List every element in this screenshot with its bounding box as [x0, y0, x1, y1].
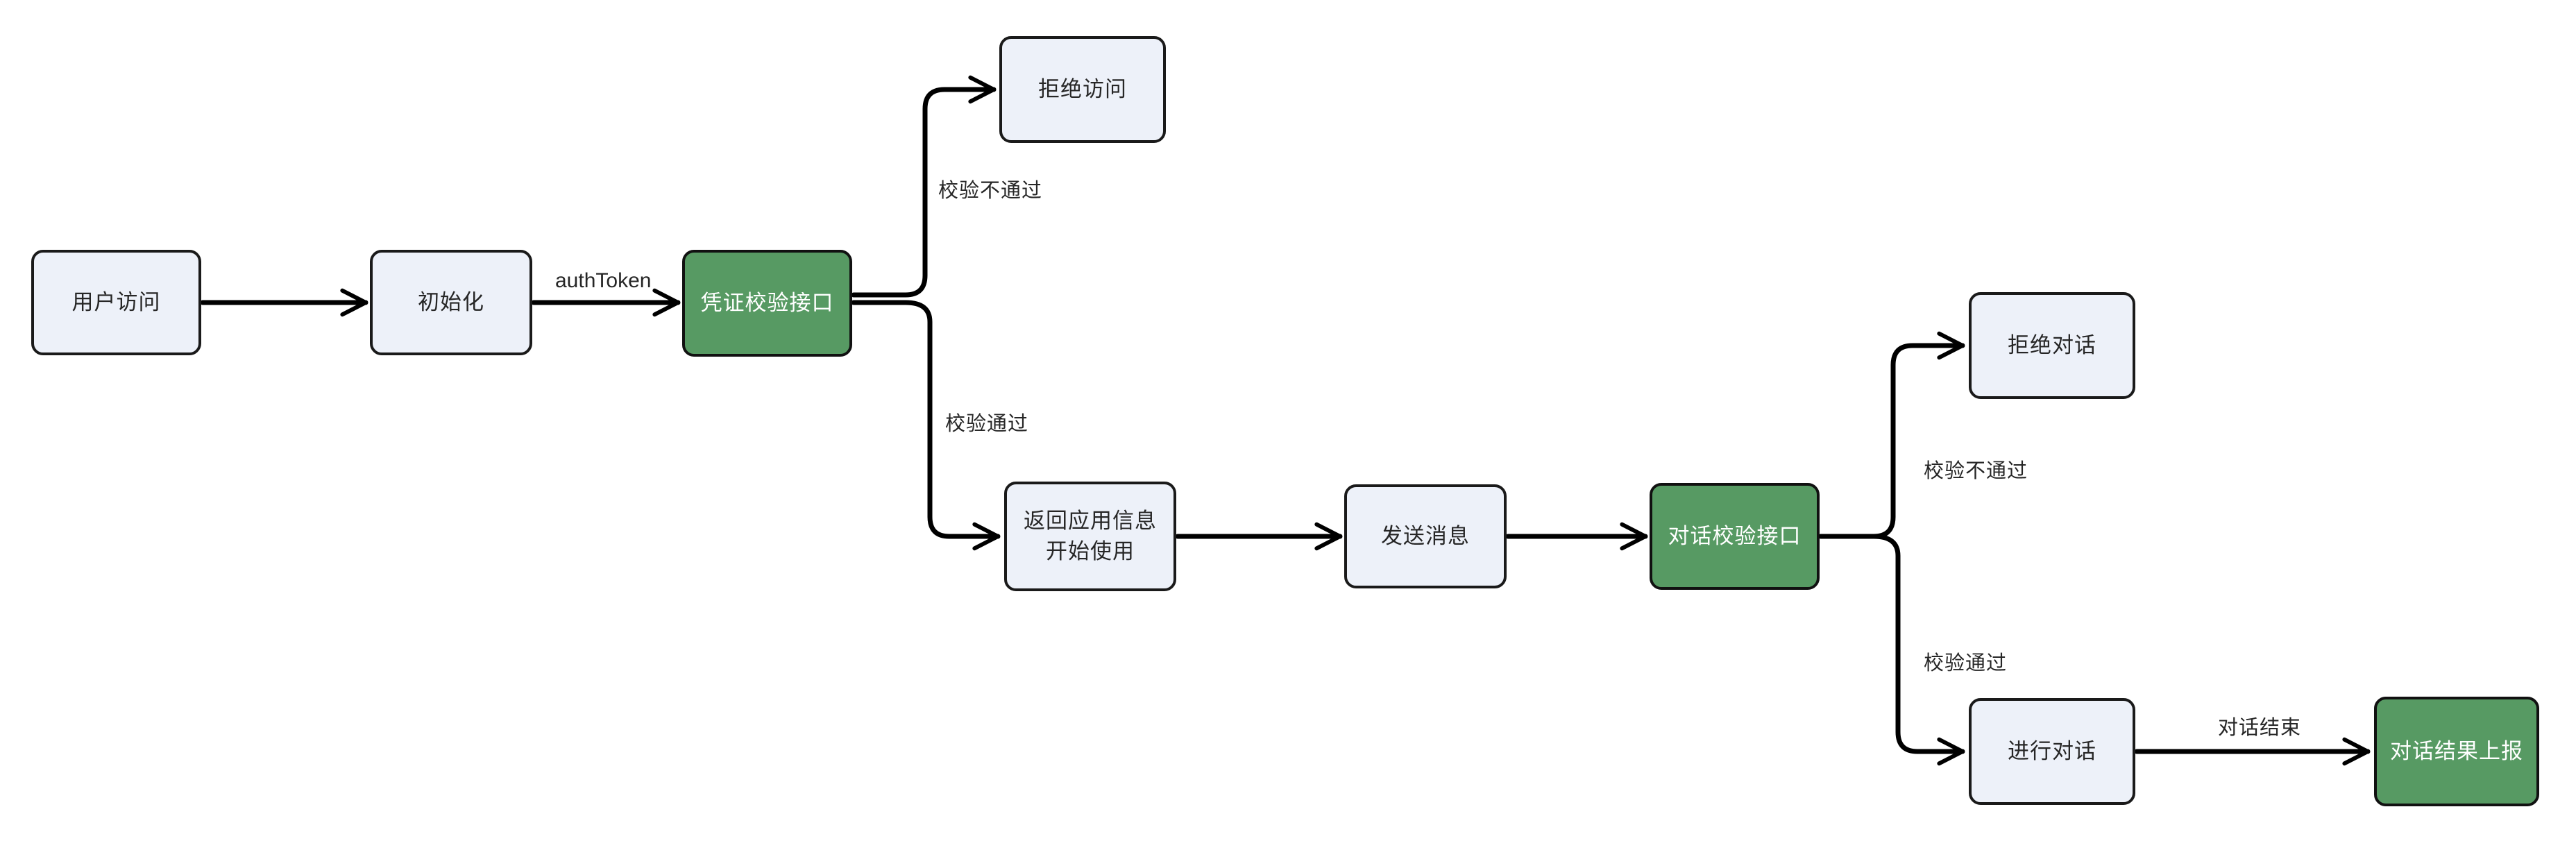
- edge-label-check-pass-2: 校验通过: [1924, 652, 2008, 674]
- edge-label-auth-token: authToken: [555, 269, 652, 292]
- edge-dialog-check-to-do-dialog: [1818, 534, 1965, 766]
- edge-label-check-fail-2: 校验不通过: [1924, 460, 2028, 482]
- node-user-access-label: 用户访问: [71, 289, 161, 314]
- node-deny-dialog: 拒绝对话: [1969, 292, 2135, 399]
- node-credential-check-api-label: 凭证校验接口: [700, 290, 834, 315]
- node-deny-access: 拒绝访问: [999, 36, 1166, 143]
- node-send-message-label: 发送消息: [1381, 523, 1470, 548]
- node-dialog-check-api: 对话校验接口: [1650, 483, 1820, 590]
- node-deny-dialog-label: 拒绝对话: [2008, 332, 2096, 357]
- node-report-dialog-result-label: 对话结果上报: [2390, 738, 2523, 763]
- node-do-dialog: 进行对话: [1969, 698, 2135, 805]
- node-init: 初始化: [370, 250, 532, 355]
- node-user-access: 用户访问: [31, 250, 201, 355]
- node-return-app-info-line1: 返回应用信息: [1024, 508, 1157, 533]
- node-send-message: 发送消息: [1344, 484, 1507, 588]
- edge-credential-check-to-return-app-info: [851, 300, 1001, 551]
- node-init-label: 初始化: [418, 289, 484, 314]
- node-do-dialog-label: 进行对话: [2008, 738, 2096, 763]
- edge-label-check-fail-1: 校验不通过: [938, 180, 1043, 202]
- edge-label-check-pass-1: 校验通过: [945, 413, 1029, 435]
- edge-label-dialog-end: 对话结束: [2218, 717, 2302, 739]
- edge-credential-check-to-deny-access: [851, 75, 997, 298]
- node-deny-access-label: 拒绝访问: [1038, 76, 1127, 101]
- node-return-app-info-line2: 开始使用: [1046, 539, 1135, 563]
- node-dialog-check-api-label: 对话校验接口: [1668, 523, 1802, 548]
- edge-dialog-check-to-deny-dialog: [1818, 331, 1965, 539]
- node-return-app-info: 返回应用信息 开始使用: [1004, 482, 1176, 591]
- node-credential-check-api: 凭证校验接口: [682, 250, 852, 357]
- node-report-dialog-result: 对话结果上报: [2374, 697, 2539, 806]
